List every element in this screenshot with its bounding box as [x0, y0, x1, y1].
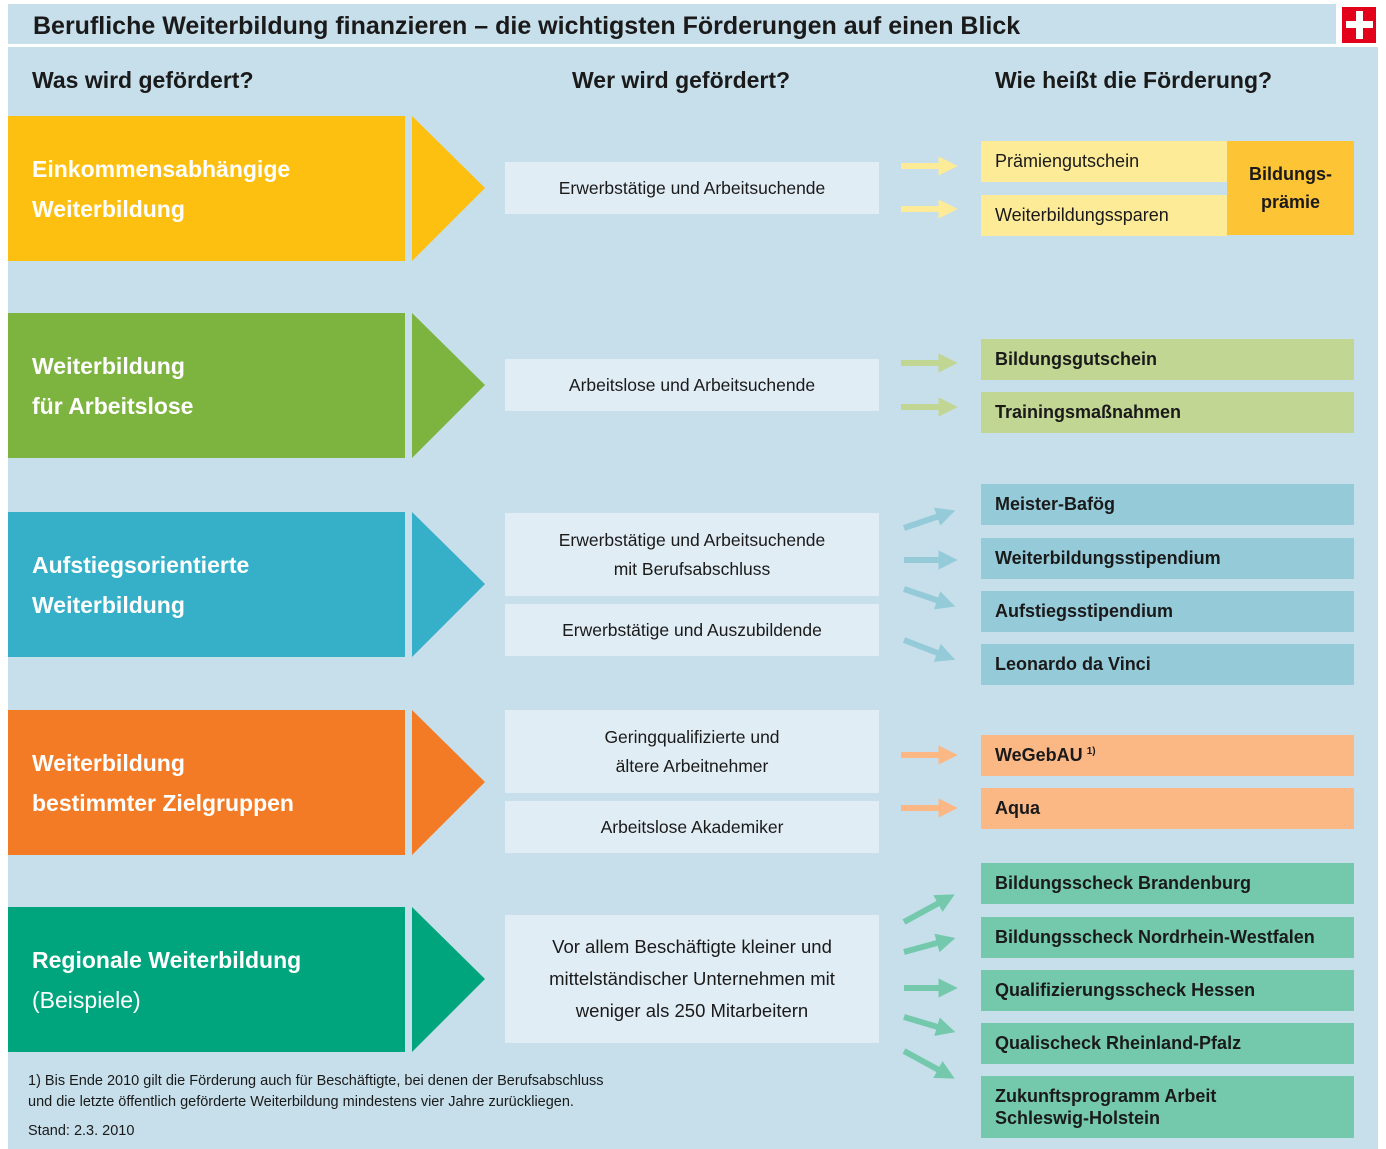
page-title: Berufliche Weiterbildung finanzieren – d…: [33, 12, 1021, 40]
column-header-name: Wie heißt die Förderung?: [995, 67, 1273, 93]
program-aufstiegsstipendium: Aufstiegsstipendium: [981, 591, 1354, 632]
program-qualischeck-rlp: Qualischeck Rheinland-Pfalz: [981, 1023, 1354, 1064]
category-income: Einkommensabhängige Weiterbildung: [8, 116, 405, 261]
category-unemployed-chevron: [412, 313, 485, 458]
who-box: Erwerbstätige und Auszubildende: [505, 604, 879, 656]
program-weiterbildungsstipendium: Weiterbildungsstipendium: [981, 538, 1354, 579]
program-praemiengutschein: Prämiengutschein: [981, 141, 1227, 182]
category-label: Weiterbildung: [32, 352, 185, 379]
program-weiterbildungssparen: Weiterbildungssparen: [981, 195, 1227, 236]
program-aqua: Aqua: [981, 788, 1354, 829]
category-target-groups: Weiterbildung bestimmter Zielgruppen: [8, 710, 405, 855]
category-label: Weiterbildung: [32, 591, 185, 618]
who-box: Arbeitslose und Arbeitsuchende: [505, 359, 879, 411]
category-sublabel: (Beispiele): [32, 986, 141, 1013]
stand-date: Stand: 2.3. 2010: [28, 1123, 135, 1139]
category-unemployed: Weiterbildung für Arbeitslose: [8, 313, 405, 458]
who-box: Geringqualifizierte und ältere Arbeitneh…: [505, 710, 879, 793]
category-label: für Arbeitslose: [32, 392, 194, 419]
who-box: Erwerbstätige und Arbeitsuchende mit Ber…: [505, 513, 879, 596]
category-career: Aufstiegsorientierte Weiterbildung: [8, 512, 405, 657]
program-qualifizierungsscheck-hessen: Qualifizierungsscheck Hessen: [981, 970, 1354, 1011]
category-label: Weiterbildung: [32, 195, 185, 222]
category-income-chevron: [412, 116, 485, 261]
category-target-groups-chevron: [412, 710, 485, 855]
category-career-chevron: [412, 512, 485, 657]
category-label: Weiterbildung: [32, 749, 185, 776]
footnote: 1) Bis Ende 2010 gilt die Förderung auch…: [28, 1073, 604, 1110]
footnote-mark: 1): [1086, 746, 1096, 757]
program-bildungsscheck-nrw: Bildungsscheck Nordrhein-Westfalen: [981, 917, 1354, 958]
who-box: Vor allem Beschäftigte kleiner und mitte…: [505, 915, 879, 1043]
category-regional: Regionale Weiterbildung (Beispiele): [8, 907, 405, 1052]
category-label: Regionale Weiterbildung: [32, 946, 302, 973]
who-box: Arbeitslose Akademiker: [505, 801, 879, 853]
category-regional-chevron: [412, 907, 485, 1052]
category-label: bestimmter Zielgruppen: [32, 789, 294, 816]
program-trainingsmassnahmen: Trainingsmaßnahmen: [981, 392, 1354, 433]
program-meister-bafoeg: Meister-Bafög: [981, 484, 1354, 525]
title-bar: [8, 4, 1336, 44]
program-group-bildungspraemie: Bildungs- prämie: [1227, 141, 1354, 235]
program-bildungsgutschein: Bildungsgutschein: [981, 339, 1354, 380]
category-label: Einkommensabhängige: [32, 155, 291, 182]
program-zukunftsprogramm-sh: Zukunftsprogramm Arbeit Schleswig-Holste…: [981, 1076, 1354, 1138]
program-bildungsscheck-brandenburg: Bildungsscheck Brandenburg: [981, 863, 1354, 904]
column-header-who: Wer wird gefördert?: [572, 67, 791, 93]
column-header-what: Was wird gefördert?: [32, 67, 254, 93]
category-label: Aufstiegsorientierte: [32, 551, 250, 578]
program-leonardo-da-vinci: Leonardo da Vinci: [981, 644, 1354, 685]
logo-icon: [1342, 7, 1376, 43]
who-box: Erwerbstätige und Arbeitsuchende: [505, 162, 879, 214]
